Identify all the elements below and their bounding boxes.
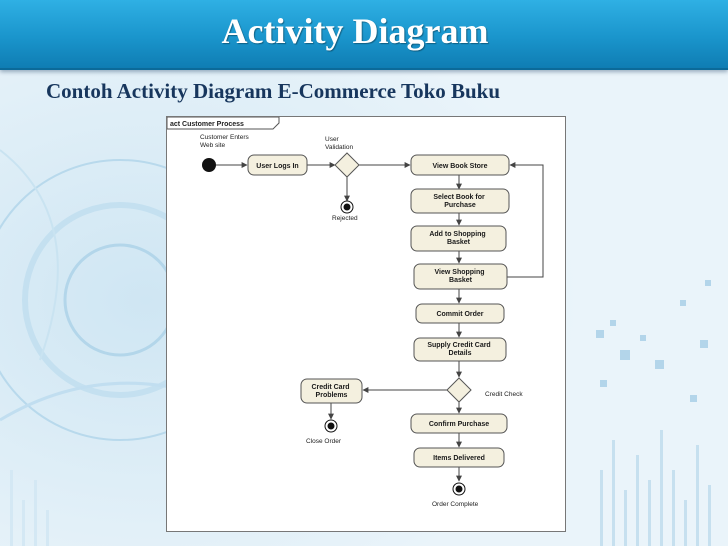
final-node-order-complete <box>452 482 466 496</box>
activity-diagram: act Customer Process Customer Enters Web… <box>166 116 566 532</box>
activity-select-book: Select Book for Purchase <box>410 188 510 214</box>
svg-text:Credit Card Problems: Credit Card Problems <box>311 384 351 399</box>
frame-tab: act Customer Process <box>166 116 280 130</box>
svg-text:View Book Store: View Book Store <box>432 163 487 170</box>
slide-title: Activity Diagram <box>221 11 489 51</box>
slide-subtitle: Contoh Activity Diagram E-Commerce Toko … <box>46 79 501 103</box>
close-order-label: Close Order <box>306 438 342 445</box>
svg-text:Commit Order: Commit Order <box>436 311 483 318</box>
svg-text:Supply Credit Card Detai: Supply Credit Card Details <box>427 342 492 357</box>
flow-edges <box>215 162 544 482</box>
order-complete-label: Order Complete <box>432 501 479 508</box>
user-validation-label: User Validation <box>325 136 353 151</box>
svg-text:Items Delivered: Items Delivered <box>433 455 485 462</box>
activity-items-delivered: Items Delivered <box>413 447 505 468</box>
activity-commit-order: Commit Order <box>415 303 505 324</box>
activity-add-to-basket: Add to Shopping Basket <box>410 225 507 252</box>
diagram-canvas: act Customer Process Customer Enters Web… <box>166 116 544 508</box>
final-node-rejected <box>340 200 354 214</box>
credit-check-decision <box>446 377 472 403</box>
svg-text:Confirm Purchase: Confirm Purchase <box>429 421 489 428</box>
validation-decision <box>334 152 360 178</box>
svg-text:User Logs In: User Logs In <box>256 163 298 170</box>
activity-card-problems: Credit Card Problems <box>300 378 363 404</box>
svg-text:Add to Shopping Basket: Add to Shopping Basket <box>429 231 487 246</box>
customer-enters-label: Customer Enters Web site <box>200 134 251 149</box>
frame-label: act Customer Process <box>170 121 244 128</box>
rejected-label: Rejected <box>332 215 358 222</box>
activity-supply-card: Supply Credit Card Details <box>413 337 507 362</box>
final-node-close-order <box>324 419 338 433</box>
svg-text:View Shopping Basket: View Shopping Basket <box>435 269 487 284</box>
activity-user-logs-in: User Logs In <box>247 154 308 176</box>
activity-view-basket: View Shopping Basket <box>413 263 508 290</box>
credit-check-label: Credit Check <box>485 391 523 398</box>
activity-confirm-purchase: Confirm Purchase <box>410 413 508 434</box>
svg-text:Select Book for Purchase: Select Book for Purchase <box>433 194 486 209</box>
initial-node <box>202 158 216 172</box>
activity-view-book-store: View Book Store <box>410 154 510 176</box>
title-bar: Activity Diagram <box>0 0 728 70</box>
